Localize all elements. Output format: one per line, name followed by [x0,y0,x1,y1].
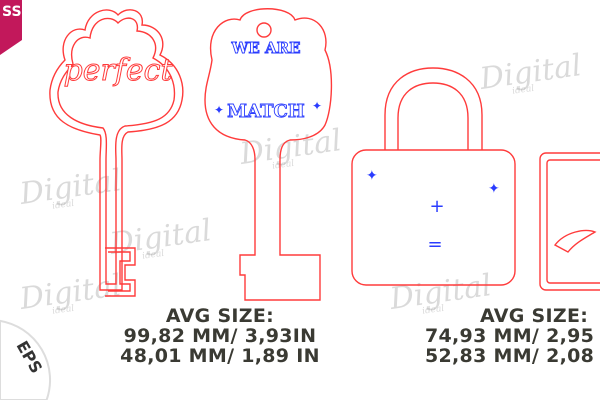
key-word: perfect [63,53,173,88]
lock [351,67,600,291]
size-line: 52,83 MM/ 2,08 [425,345,595,367]
lock-plus: + [429,196,444,217]
size-line: 99,82 MM/ 3,93IN [123,325,317,347]
key-left [49,9,184,297]
engrave-line1: WE ARE [230,39,300,57]
seal [0,319,52,400]
size-heading: AVG SIZE: [165,305,275,327]
size-heading: AVG SIZE: [480,305,589,327]
badge [0,0,22,55]
sparkle-icon: ✦ [214,103,224,117]
lock-equals: = [427,234,442,255]
wing-icon [553,229,597,253]
size-line: 48,01 MM/ 1,89 IN [120,345,320,367]
sparkle-icon: ✦ [488,181,500,197]
size-line: 74,93 MM/ 2,95 [425,325,595,347]
engrave-line2: MATCH [227,101,305,122]
key-right [204,8,333,301]
size-left: AVG SIZE: 99,82 MM/ 3,93IN 48,01 MM/ 1,8… [100,306,340,366]
sparkle-icon: ✦ [366,168,378,184]
badge-text: SS [2,4,22,20]
sparkle-icon: ✦ [312,99,322,113]
size-right: AVG SIZE: 74,93 MM/ 2,95 52,83 MM/ 2,08 [425,306,600,366]
